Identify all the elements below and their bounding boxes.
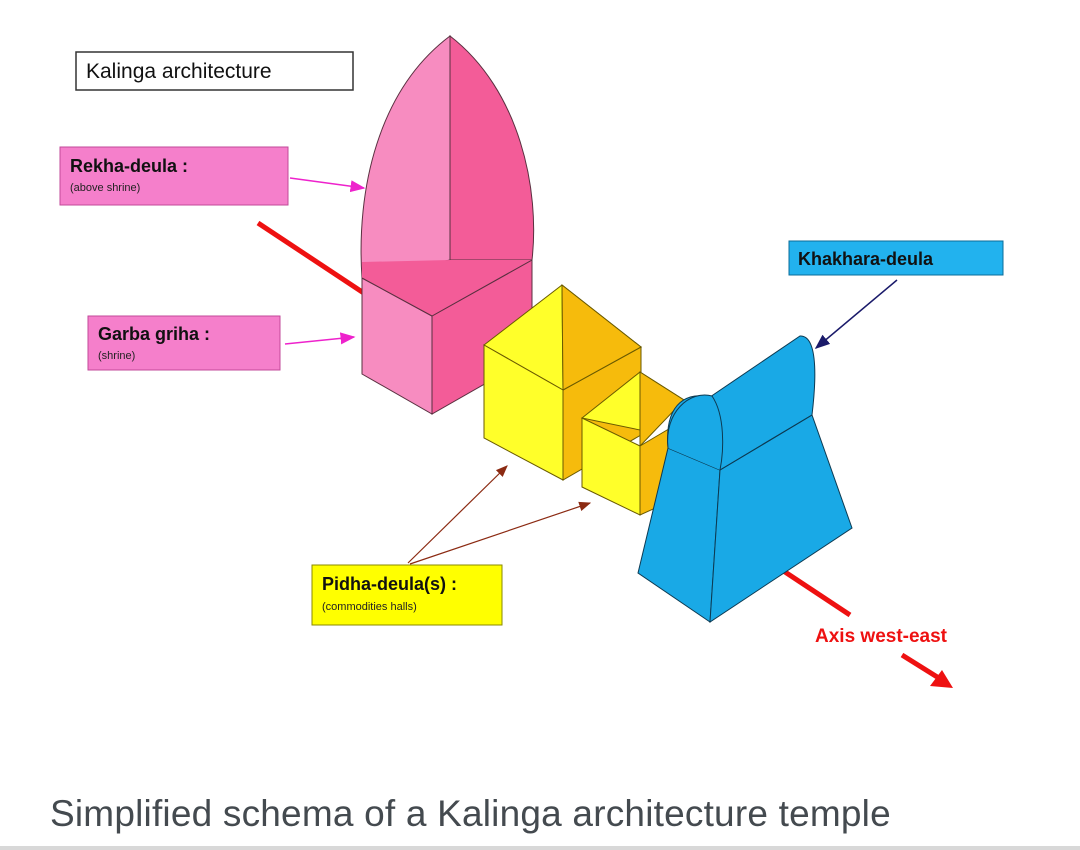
bottom-divider — [0, 846, 1080, 850]
rekha-deula-shape — [360, 34, 535, 415]
diagram-title: Kalinga architecture — [86, 60, 272, 83]
pidha-deula-shape — [483, 283, 685, 516]
pidha-deula-label: Pidha-deula(s) : — [322, 574, 457, 594]
khakhara-deula-label: Khakhara-deula — [798, 249, 934, 269]
pidha-deula-label-box — [311, 564, 503, 626]
garba-pointer-arrow — [284, 332, 356, 345]
pidha-pointer-arrow-2 — [409, 501, 592, 565]
garba-griha-note: (shrine) — [98, 350, 135, 362]
rekha-pointer-arrow — [289, 177, 366, 193]
khakhara-deula-shape — [637, 335, 853, 623]
rekha-deula-label-box — [59, 146, 289, 206]
khakhara-pointer-arrow — [814, 279, 898, 349]
rekha-deula-note: (above shrine) — [70, 182, 140, 194]
khakhara-deula-label-box — [788, 240, 1004, 276]
temple-diagram: Kalinga architecture Rekha-deula : (abov… — [59, 34, 1004, 688]
rekha-deula-label: Rekha-deula : — [70, 156, 188, 176]
axis-label: Axis west-east — [815, 626, 948, 647]
garba-griha-label-box — [87, 315, 281, 371]
garba-griha-label: Garba griha : — [98, 324, 210, 344]
figure-caption: Simplified schema of a Kalinga architect… — [50, 793, 891, 834]
title-box — [75, 51, 354, 91]
pidha-pointer-arrow-1 — [407, 465, 508, 564]
axis-direction-arrow — [900, 652, 953, 688]
pidha-deula-note: (commodities halls) — [322, 601, 417, 613]
